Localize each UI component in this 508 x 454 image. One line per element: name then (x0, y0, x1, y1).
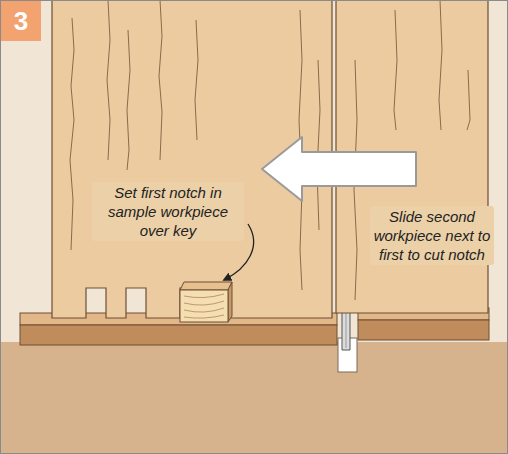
step-number-box: 3 (1, 1, 41, 41)
fence-front (20, 325, 337, 345)
fence-front (358, 320, 489, 340)
key-block (228, 282, 232, 322)
key-block (180, 290, 228, 322)
end-grain (184, 315, 224, 318)
end-grain (184, 308, 224, 312)
table-surface (0, 342, 508, 454)
wood-grain (159, 0, 162, 160)
key-block (180, 282, 232, 290)
end-grain (184, 294, 224, 318)
wood-grain (317, 60, 320, 230)
end-grain (184, 301, 224, 305)
callout-box: Slide second workpiece next to first to … (370, 206, 494, 265)
wood-grain (467, 70, 470, 130)
callout-box: Set first notch in sample workpiece over… (92, 182, 244, 241)
wood-grain (70, 18, 74, 250)
step-number: 3 (14, 6, 28, 36)
callout-note: Slide second workpiece next to first to … (370, 206, 494, 265)
wood-grain (195, 20, 198, 140)
wood-grain (127, 30, 130, 170)
direction-arrow (262, 137, 416, 201)
wood-grain (107, 0, 110, 160)
callout-note: Set first notch in sample workpiece over… (92, 182, 244, 241)
wood-grain (439, 0, 442, 130)
end-grain (184, 294, 224, 298)
wood-grain (394, 10, 397, 130)
